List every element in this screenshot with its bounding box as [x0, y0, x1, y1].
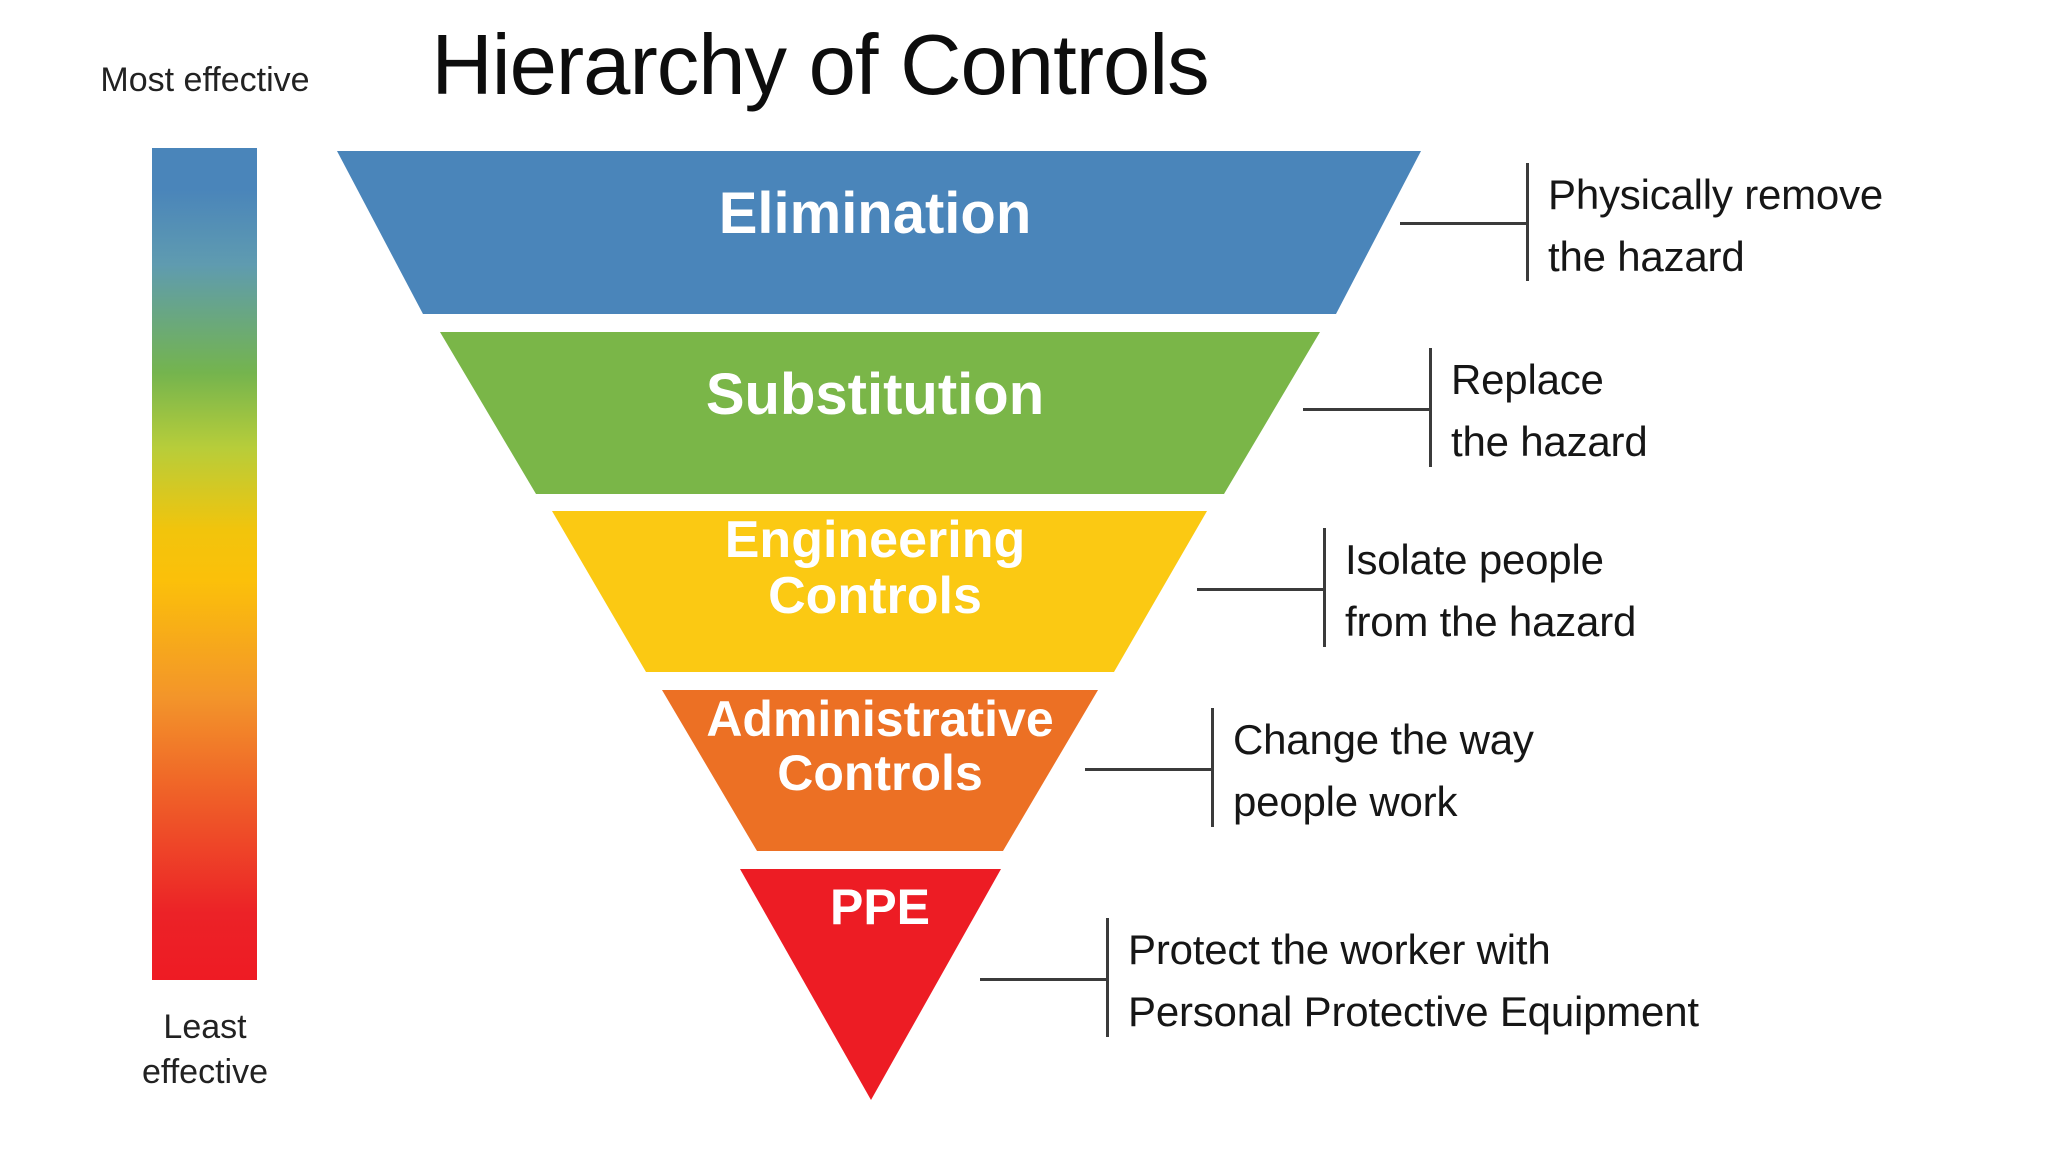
callout-text-ppe: Protect the worker with Personal Protect… — [1128, 926, 1699, 1035]
callout-text-elimination: Physically remove the hazard — [1548, 171, 1884, 280]
callout-text-engineering-controls: Isolate people from the hazard — [1345, 536, 1637, 645]
callout-text-substitution: Replace the hazard — [1451, 356, 1648, 465]
funnel-band-administrative-controls[interactable] — [662, 690, 1098, 851]
funnel-band-elimination[interactable] — [337, 151, 1421, 314]
legend-least-effective-label: Least effective — [141, 1008, 268, 1091]
funnel-band-engineering-controls[interactable] — [552, 511, 1207, 672]
funnel-band-substitution[interactable] — [440, 332, 1320, 494]
funnel-band-ppe[interactable] — [740, 869, 1001, 1100]
legend-most-effective-label: Most effective — [100, 61, 310, 99]
effectiveness-gradient-bar — [152, 148, 257, 980]
callout-text-administrative-controls: Change the way people work — [1233, 716, 1534, 825]
page-title: Hierarchy of Controls — [431, 18, 1209, 113]
